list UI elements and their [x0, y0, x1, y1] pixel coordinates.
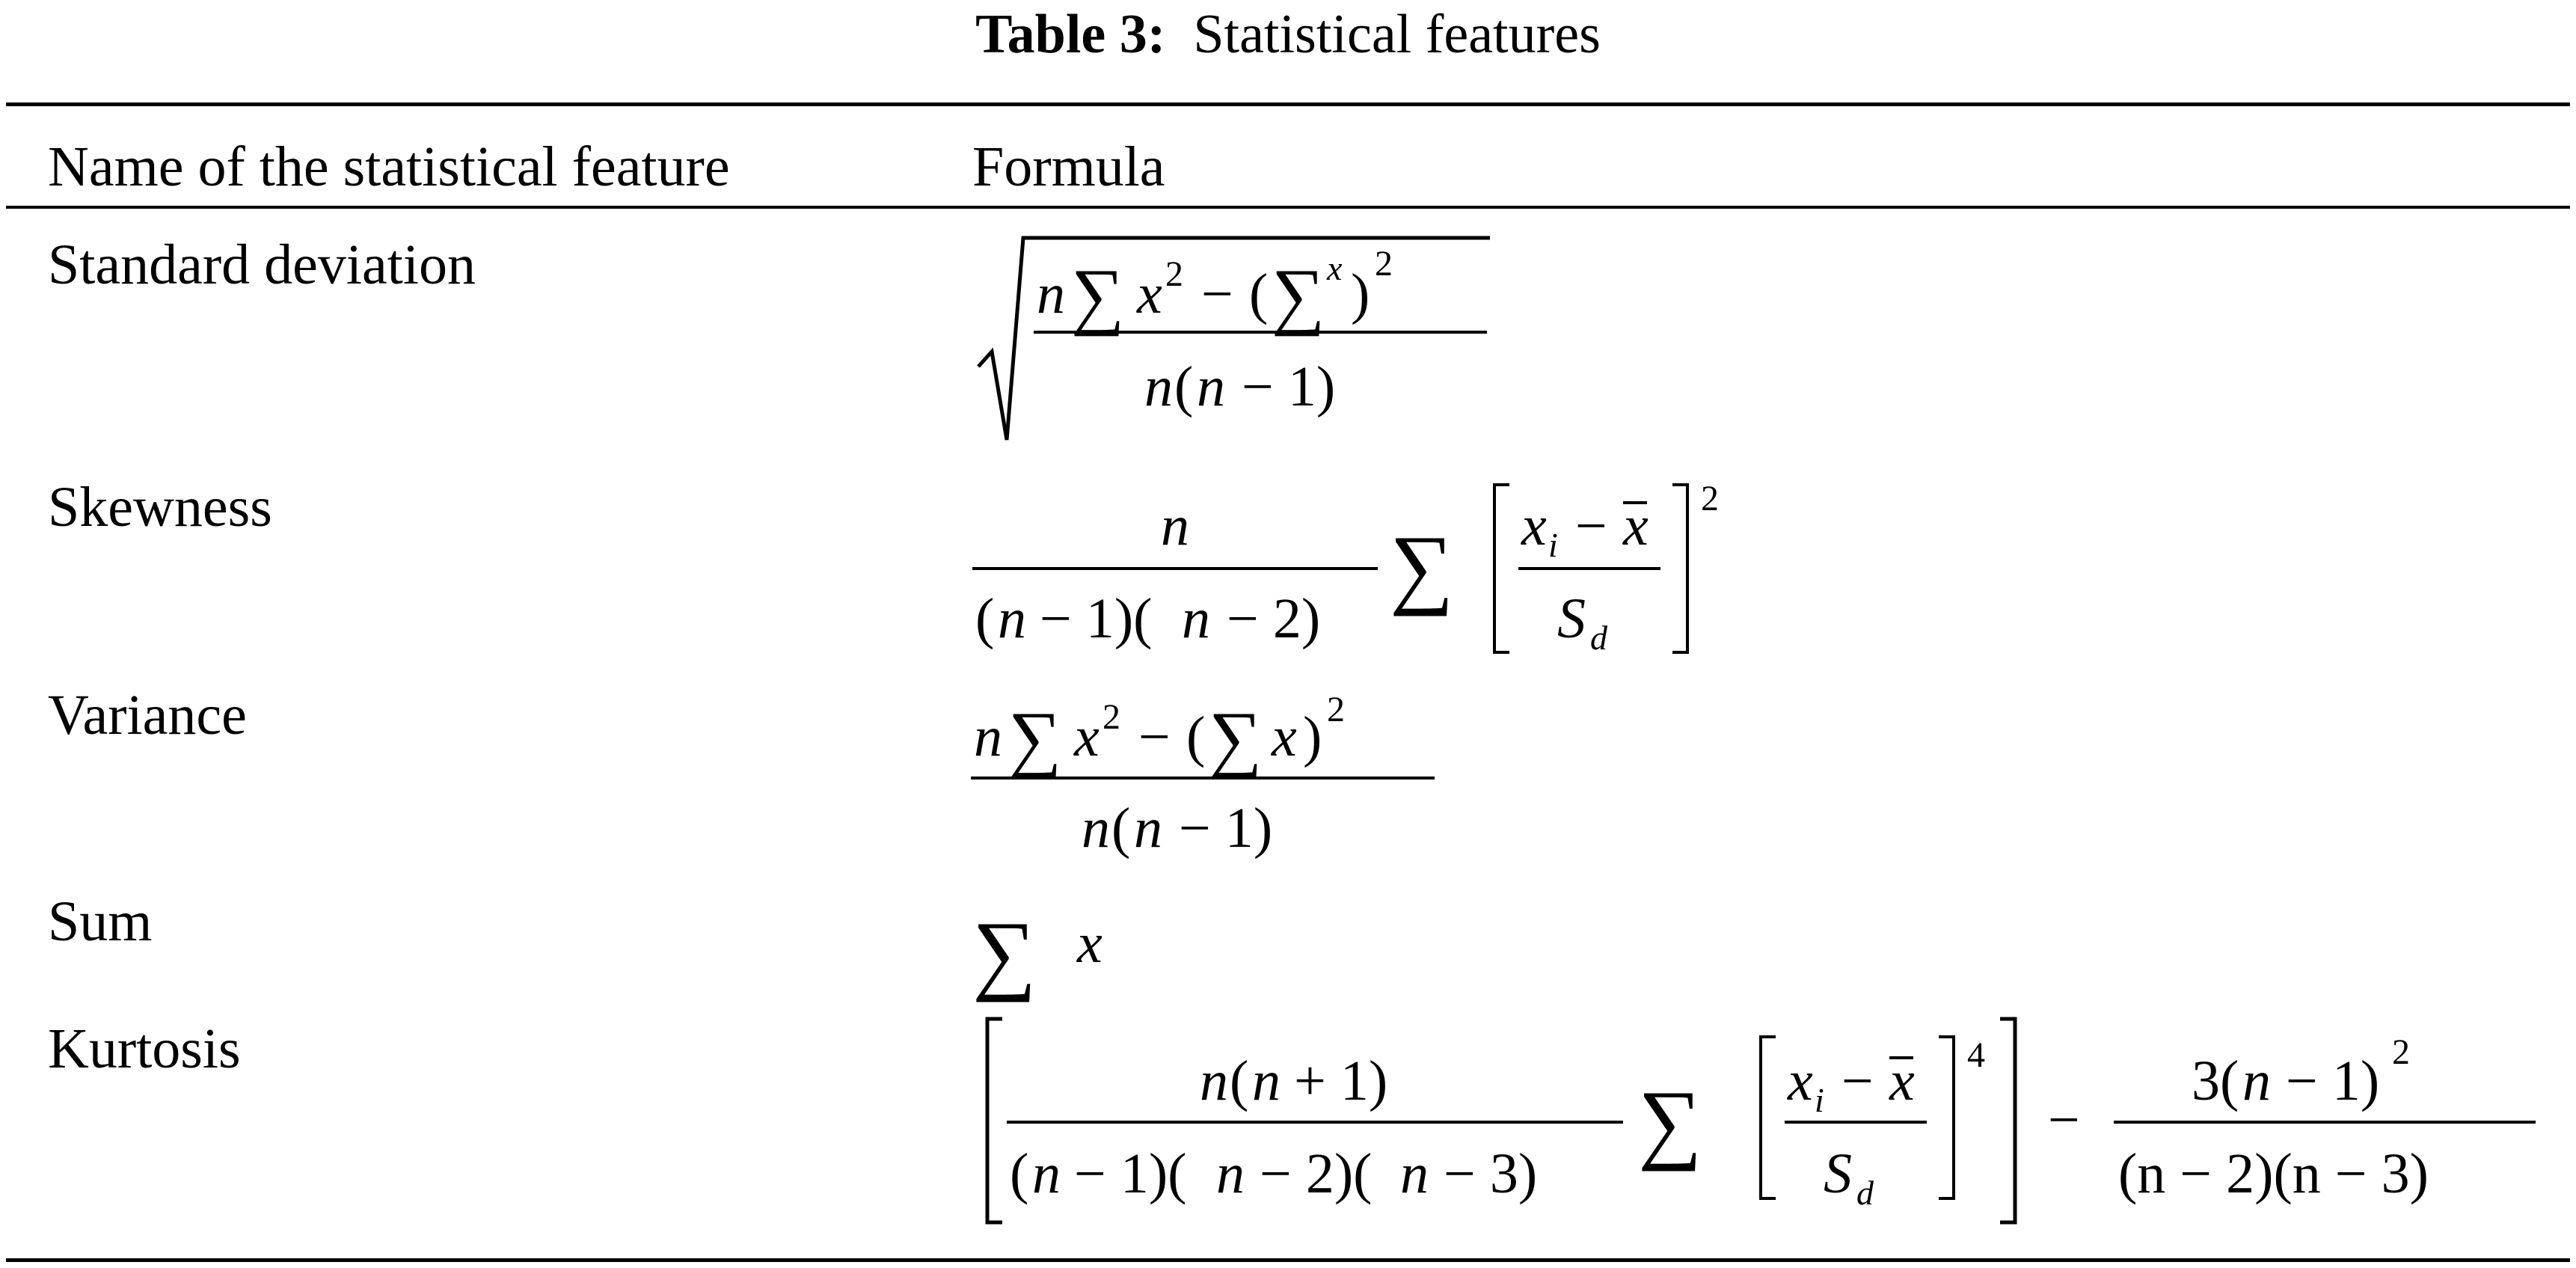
svg-text:−: −	[2048, 1088, 2080, 1151]
formula-standard-deviation: n ∑ x 2 − ( ∑ x ) 2 n ( n − 1)	[977, 236, 1490, 441]
svg-text:n: n	[1032, 1142, 1061, 1205]
svg-text:n: n	[2242, 1050, 2271, 1112]
svg-text:(: (	[1111, 797, 1130, 860]
svg-text:2: 2	[1327, 690, 1345, 729]
formula-kurtosis: n ( n + 1) ( n − 1)( n − 2)( n − 3) ∑ x …	[985, 1017, 2536, 1225]
svg-text:(: (	[1249, 263, 1268, 325]
formula-variance: n ∑ x 2 − ( ∑ x ) 2 n ( n − 1)	[971, 690, 1435, 860]
svg-text:−: −	[1201, 263, 1233, 325]
svg-text:− 2): − 2)	[1227, 587, 1320, 650]
svg-text:): )	[1351, 263, 1370, 325]
row-name-sum: Sum	[48, 890, 153, 953]
svg-text:− 1)(: − 1)(	[1040, 587, 1152, 650]
table-header-rule	[6, 206, 2570, 209]
svg-text:n: n	[1144, 355, 1173, 418]
svg-text:x: x	[1326, 249, 1343, 287]
svg-text:n: n	[998, 587, 1026, 650]
svg-text:− 1): − 1)	[2286, 1050, 2379, 1112]
svg-text:i: i	[1548, 526, 1558, 564]
svg-text:2: 2	[1701, 479, 1719, 518]
svg-text:x: x	[1521, 494, 1547, 557]
svg-text:∑: ∑	[972, 903, 1037, 1002]
svg-text:n: n	[1134, 797, 1162, 860]
svg-text:n: n	[1182, 587, 1210, 650]
svg-text:∑: ∑	[1209, 696, 1262, 780]
svg-text:n: n	[1197, 355, 1225, 418]
svg-text:x: x	[1073, 705, 1100, 768]
row-name-standard-deviation: Standard deviation	[48, 233, 476, 296]
svg-text:x: x	[1076, 912, 1103, 975]
svg-text:n: n	[1216, 1142, 1245, 1205]
svg-text:2: 2	[2392, 1032, 2410, 1072]
svg-text:d: d	[1856, 1174, 1874, 1212]
table-caption-label: Table 3:	[975, 4, 1166, 65]
svg-text:− 3): − 3)	[1444, 1142, 1537, 1205]
svg-text:S: S	[1557, 587, 1586, 650]
svg-text:n: n	[1252, 1050, 1281, 1112]
svg-text:x: x	[1136, 263, 1162, 325]
svg-text:n: n	[1082, 797, 1110, 860]
table-caption: Table 3: Statistical features	[0, 0, 2576, 90]
svg-text:−: −	[1138, 705, 1171, 768]
svg-text:(: (	[1230, 1050, 1248, 1112]
svg-text:− 2)(: − 2)(	[1260, 1142, 1372, 1205]
table-caption-title: Statistical features	[1193, 4, 1601, 65]
formula-sum: ∑ x	[972, 903, 1103, 1002]
svg-text:−: −	[1841, 1050, 1874, 1112]
svg-text:n: n	[974, 705, 1002, 768]
formula-skewness: n ( n − 1)( n − 2) ∑ x i − x S d 2	[972, 479, 1719, 657]
svg-text:(: (	[1186, 705, 1205, 768]
table-bottom-rule	[6, 1258, 2570, 1262]
svg-text:n: n	[1037, 263, 1065, 325]
svg-text:S: S	[1824, 1142, 1852, 1205]
svg-text:∑: ∑	[1638, 1072, 1702, 1171]
svg-text:+ 1): + 1)	[1294, 1050, 1387, 1112]
svg-text:− 1)(: − 1)(	[1074, 1142, 1186, 1205]
row-name-kurtosis: Kurtosis	[48, 1017, 241, 1080]
svg-text:3(: 3(	[2192, 1050, 2239, 1112]
svg-text:x: x	[1622, 494, 1649, 557]
row-name-skewness: Skewness	[48, 476, 272, 539]
svg-text:− 1): − 1)	[1179, 797, 1272, 860]
column-header-formula: Formula	[972, 135, 1165, 198]
svg-text:−: −	[1575, 494, 1607, 557]
radical-sign	[977, 236, 1490, 441]
svg-text:(: (	[1174, 355, 1193, 418]
svg-text:i: i	[1815, 1081, 1824, 1119]
svg-text:∑: ∑	[1390, 517, 1454, 616]
svg-text:n: n	[1161, 494, 1189, 557]
svg-text:∑: ∑	[1008, 696, 1061, 780]
svg-text:2: 2	[1103, 697, 1120, 737]
row-name-variance: Variance	[48, 684, 247, 747]
column-header-name: Name of the statistical feature	[48, 135, 730, 198]
svg-text:d: d	[1590, 619, 1608, 657]
svg-text:(: (	[975, 587, 994, 650]
svg-text:4: 4	[1967, 1035, 1985, 1075]
svg-text:∑: ∑	[1272, 254, 1325, 337]
svg-text:): )	[1303, 705, 1322, 768]
svg-text:2: 2	[1165, 254, 1183, 294]
svg-text:− 1): − 1)	[1242, 355, 1335, 418]
svg-text:∑: ∑	[1071, 254, 1124, 337]
svg-text:2: 2	[1375, 244, 1393, 284]
svg-text:(n − 2)(n − 3): (n − 2)(n − 3)	[2118, 1142, 2429, 1205]
svg-text:n: n	[1400, 1142, 1429, 1205]
svg-text:x: x	[1889, 1050, 1915, 1112]
svg-text:x: x	[1271, 705, 1297, 768]
svg-text:n: n	[1200, 1050, 1228, 1112]
svg-text:(: (	[1010, 1142, 1028, 1205]
svg-text:x: x	[1787, 1050, 1813, 1112]
table-top-rule	[6, 102, 2570, 106]
